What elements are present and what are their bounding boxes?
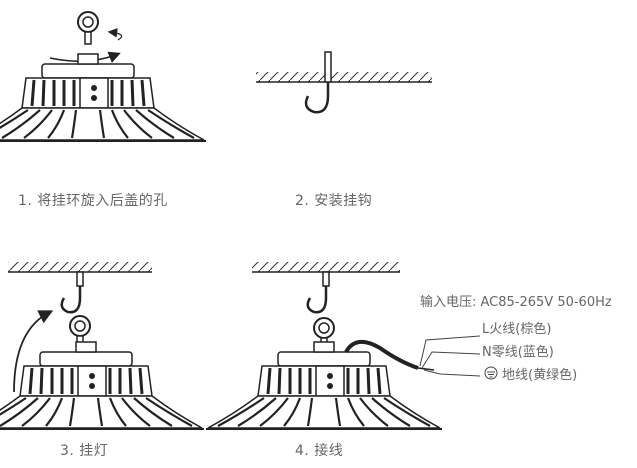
input-voltage-label: 输入电压: AC85-265V 50-60Hz [420, 295, 612, 310]
step2-illustration [256, 50, 432, 114]
step2-caption: 2. 安装挂钩 [295, 193, 373, 209]
step1-illustration [0, 11, 208, 143]
step4-illustration [204, 262, 498, 431]
earth-symbol-icon [484, 366, 498, 380]
neutral-wire-label: N零线(蓝色) [482, 345, 554, 360]
step4-caption: 4. 接线 [295, 443, 344, 459]
step3-illustration [0, 262, 206, 431]
live-wire-label: L火线(棕色) [482, 322, 552, 337]
step3-caption: 3. 挂灯 [60, 443, 109, 459]
earth-wire-label: 地线(黄绿色) [502, 368, 578, 383]
step1-caption: 1. 将挂环旋入后盖的孔 [18, 193, 168, 209]
